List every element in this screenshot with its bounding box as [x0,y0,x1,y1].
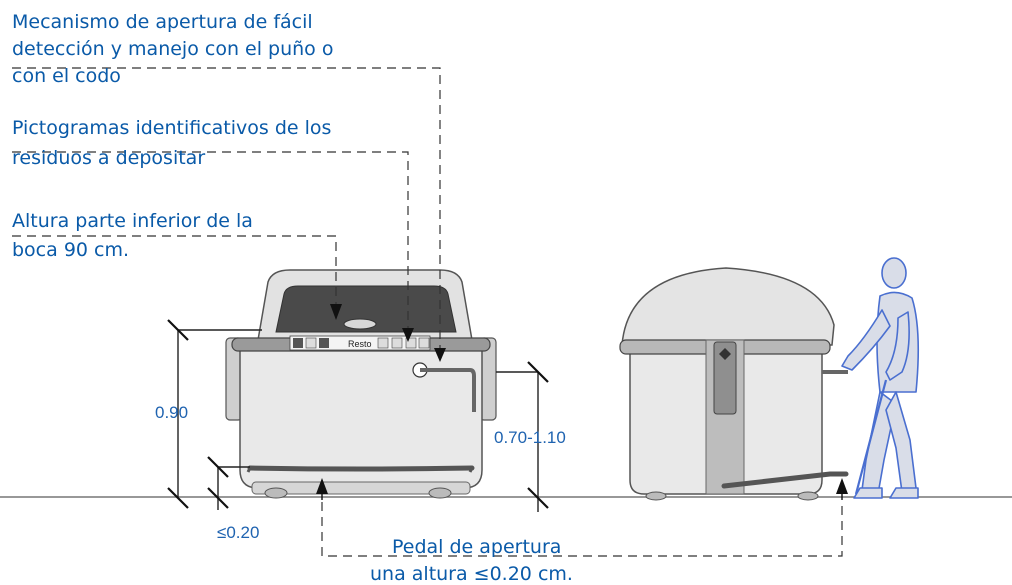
side-recess [705,339,745,495]
arrow-icon [836,478,848,494]
side-wheel [797,491,819,501]
pictogram-strip: Resto [289,335,431,351]
arrow-icon [330,304,342,320]
pedal [247,465,475,472]
crutch [854,379,888,495]
person-head [881,257,907,289]
dimension-label-handle: 0.70-1.10 [494,428,566,447]
wheel-left [264,487,288,499]
pictogram-icon [319,338,329,348]
arrows [316,304,848,500]
container-side-view [619,267,849,501]
container-base [251,481,471,495]
dimension-label-mouth: 0.90 [155,403,188,422]
annotation-opening-line-3: con el codo [12,65,121,87]
person-arm [841,309,891,371]
person-arm-crutch [885,311,910,381]
annotation-opening-line-2: detección y manejo con el puño o [12,38,333,60]
dimension-label-pedal: ≤0.20 [217,523,259,542]
container-front-view: Resto [225,269,497,499]
mouth-handle [343,318,377,330]
pictogram-icon [377,337,389,349]
container-mouth [275,285,457,333]
dimension-pedal [207,456,250,510]
arrow-icon [316,478,328,494]
arrow-icon [402,328,414,342]
pictogram-icon [305,337,317,349]
opening-lever [420,368,476,412]
side-latch [713,341,737,415]
pictogram-icon [391,337,403,349]
wheel-right [428,487,452,499]
annotation-opening-line-1: Mecanismo de apertura de fácil [12,11,313,33]
pictogram-icon [418,337,430,349]
pictogram-icon [405,337,417,349]
leader-lines [12,67,843,557]
person-shoe [889,487,919,499]
pictogram-icon [293,338,303,348]
dimension-mouth [167,319,262,509]
person-shoe [853,487,883,499]
latch-diamond-icon [719,348,731,360]
side-wheel [645,491,667,501]
arrow-icon [434,348,446,362]
side-lid [621,267,835,346]
annotation-pedal-line-2: una altura ≤0.20 cm. [370,563,573,585]
dimension-handle [496,361,549,512]
side-pedal [721,471,849,489]
annotation-pedal-line-1: Pedal de apertura [392,536,561,558]
annotation-pictograms-line-1: Pictogramas identificativos de los [12,117,331,139]
pictogram-label: Resto [348,339,372,349]
person-figure [841,257,920,499]
annotation-mouth-line-1: Altura parte inferior de la [12,210,253,232]
annotation-mouth-line-2: boca 90 cm. [12,239,129,261]
person-leg-right [885,391,917,493]
annotation-pictograms-line-2: residuos a depositar [12,147,205,169]
